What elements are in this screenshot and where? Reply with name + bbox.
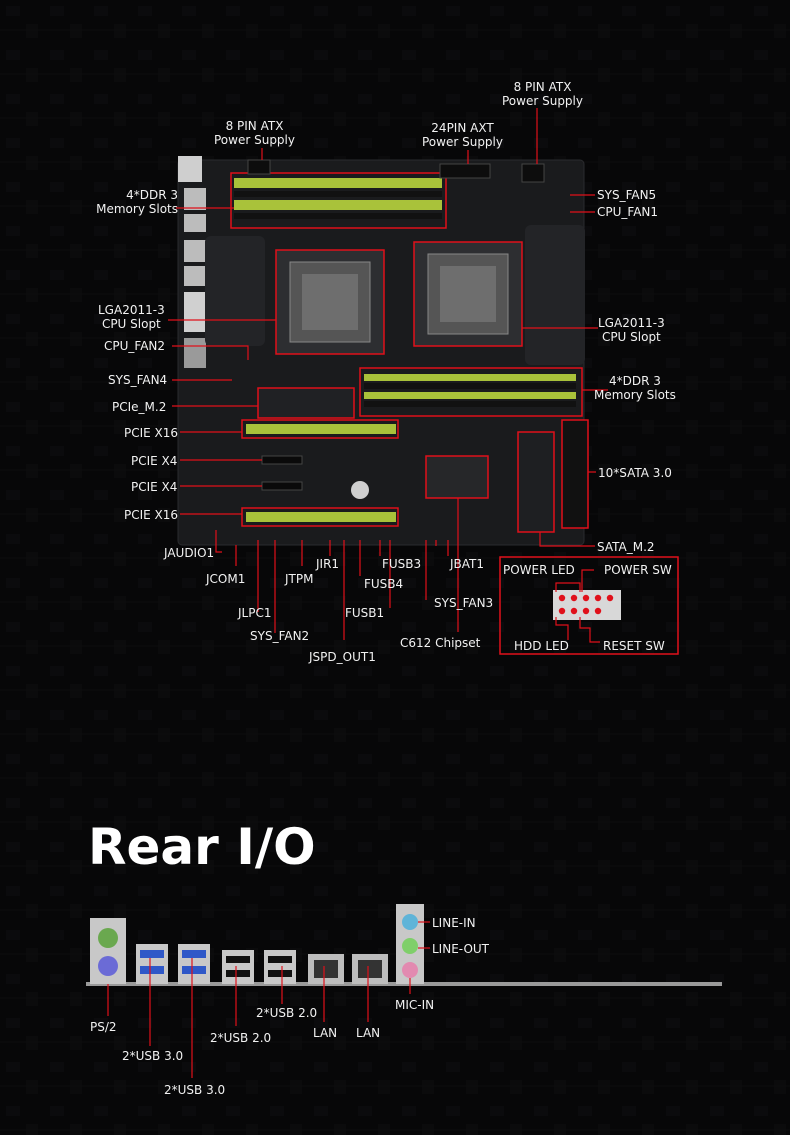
sata-ports [517,419,589,533]
board-io-stack [178,156,206,368]
label-fusb4: FUSB4 [364,577,404,591]
label-usb30-a: 2*USB 3.0 [122,1049,184,1063]
cpu-socket-left [275,249,385,355]
label-usb30-b: 2*USB 3.0 [164,1083,226,1097]
label-jcom1: JCOM1 [206,572,246,586]
label-pcie-m2: PCIe_M.2 [112,400,167,414]
rear-io-ports [90,904,424,984]
label-reset-sw: RESET SW [603,639,665,653]
label-lan-a: LAN [313,1026,338,1040]
label-sys-fan5: SYS_FAN5 [597,188,657,202]
label-ddr3-right: 4*DDR 3 Memory Slots [594,374,676,402]
label-atx24: 24PIN AXT Power Supply [422,121,503,149]
pcie-m2-slot [257,387,355,419]
label-line-out: LINE-OUT [432,942,490,956]
label-atx8-right: 8 PIN ATX Power Supply [502,80,583,108]
label-fusb1: FUSB1 [345,606,385,620]
label-pcie-x16-a: PCIE X16 [124,426,179,440]
label-jspd-out1: JSPD_OUT1 [309,650,376,664]
label-mic-in: MIC-IN [395,998,435,1012]
label-ps2: PS/2 [90,1020,117,1034]
label-atx8-left: 8 PIN ATX Power Supply [214,119,295,147]
pcie-slots [241,419,399,527]
label-pcie-x4-a: PCIE X4 [131,454,178,468]
vrm-heatsink-left [205,236,265,346]
label-jir1: JIR1 [316,557,340,571]
label-usb20-a: 2*USB 2.0 [210,1031,272,1045]
label-sys-fan2: SYS_FAN2 [250,629,310,643]
ddr3-slots-top [230,172,447,229]
ddr3-slots-right [359,367,583,417]
label-fusb3: FUSB3 [382,557,422,571]
cmos-battery [351,481,369,499]
label-power-led: POWER LED [503,563,575,577]
label-sys-fan4: SYS_FAN4 [108,373,168,387]
label-lga-right: LGA2011-3 CPU Slopt [598,316,665,344]
label-jaudio1: JAUDIO1 [164,546,215,560]
label-ddr3-top: 4*DDR 3 Memory Slots [96,188,178,216]
label-sys-fan3: SYS_FAN3 [434,596,494,610]
label-sata-m2: SATA_M.2 [597,540,655,554]
front-panel-header-box [499,556,679,655]
label-jlpc1: JLPC1 [238,606,272,620]
label-lan-b: LAN [356,1026,381,1040]
label-pcie-x16-b: PCIE X16 [124,508,179,522]
atx24-connector [439,163,491,179]
leader-lines [168,108,608,640]
label-pcie-x4-b: PCIE X4 [131,480,178,494]
label-power-sw: POWER SW [604,563,672,577]
label-c612: C612 Chipset [400,636,481,650]
rear-io-leaders [107,921,430,1078]
label-hdd-led: HDD LED [514,639,569,653]
atx8-right-connector [521,163,545,183]
label-jbat1: JBAT1 [450,557,485,571]
label-sata: 10*SATA 3.0 [598,466,672,480]
rear-io-title: Rear I/O [88,818,316,876]
label-usb20-b: 2*USB 2.0 [256,1006,318,1020]
label-line-in: LINE-IN [432,916,476,930]
atx8-left-connector [247,159,271,175]
label-cpu-fan1: CPU_FAN1 [597,205,659,219]
vrm-heatsink-right [525,225,585,365]
label-jtpm: JTPM [285,572,314,586]
c612-chipset [425,455,489,499]
label-lga-left: LGA2011-3 CPU Slopt [98,303,165,331]
label-cpu-fan2: CPU_FAN2 [104,339,166,353]
cpu-socket-right [413,241,523,347]
